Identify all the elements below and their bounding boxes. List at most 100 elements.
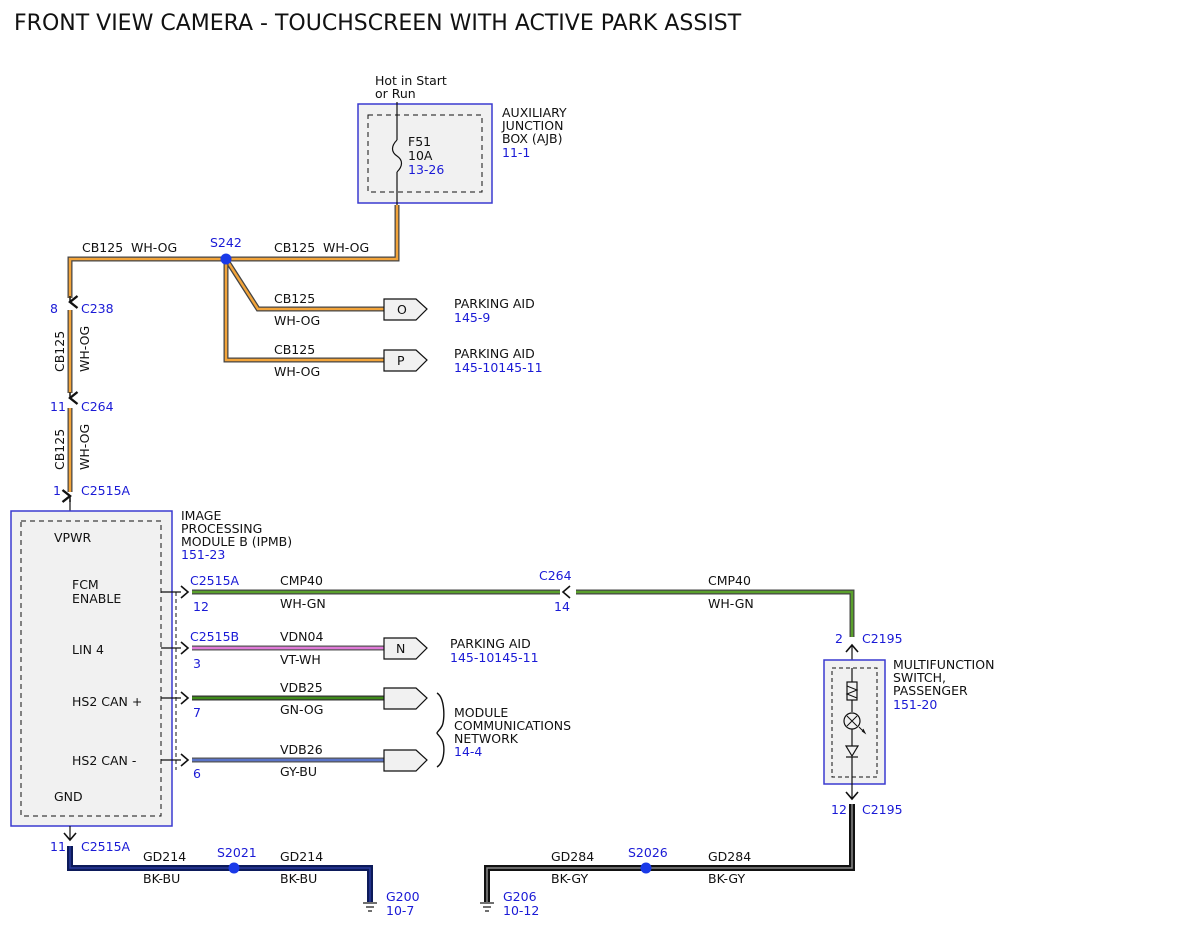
connector-o-letter: O bbox=[397, 302, 407, 317]
splice-s2021-label: S2021 bbox=[217, 845, 257, 860]
ipmb-ref: 151-23 bbox=[181, 547, 225, 562]
vdn04-parking-aid-ref: 145-10145-11 bbox=[450, 650, 539, 665]
gd284-circuit2: GD284 bbox=[708, 849, 751, 864]
ipmb-gnd: GND bbox=[54, 789, 83, 804]
ipmb-name-line2: PROCESSING bbox=[181, 521, 262, 536]
wire-gd214 bbox=[67, 846, 373, 902]
gd284-circuit1: GD284 bbox=[551, 849, 594, 864]
seg2-circuit: CB125 bbox=[52, 429, 67, 470]
mfs-bottom-pin: 12 bbox=[831, 802, 847, 817]
ipmb-name-line3: MODULE B (IPMB) bbox=[181, 534, 292, 549]
vdb26-color: GY-BU bbox=[280, 764, 317, 779]
gd214-circuit1: GD214 bbox=[143, 849, 186, 864]
mfs-name-line3: PASSENGER bbox=[893, 683, 968, 698]
mfs-bottom-arrow bbox=[845, 791, 859, 801]
ground-g206-ref: 10-12 bbox=[503, 903, 539, 918]
ground-g200-ref: 10-7 bbox=[386, 903, 414, 918]
gd214-circuit2: GD214 bbox=[280, 849, 323, 864]
cmp40-conn-left: C2515A bbox=[190, 573, 240, 588]
gd214-color1: BK-BU bbox=[143, 871, 180, 886]
cmp40-circuit-left: CMP40 bbox=[280, 573, 323, 588]
wire-cb125-top bbox=[67, 205, 400, 363]
diagram-title: FRONT VIEW CAMERA - TOUCHSCREEN WITH ACT… bbox=[14, 11, 742, 36]
ground-g200-label: G200 bbox=[386, 889, 420, 904]
mcn-ref: 14-4 bbox=[454, 744, 482, 759]
s242-right-color: WH-OG bbox=[323, 240, 369, 255]
c2515a-top-pin: 1 bbox=[53, 483, 61, 498]
mcn-name-line3: NETWORK bbox=[454, 731, 519, 746]
mfs-top-pin: 2 bbox=[835, 631, 843, 646]
gnd-left-arrow bbox=[63, 832, 77, 842]
connector-p-letter: P bbox=[397, 353, 405, 368]
vdb26-pin: 6 bbox=[193, 766, 201, 781]
vdb25-circuit: VDB25 bbox=[280, 680, 323, 695]
c264-top-pin: 11 bbox=[50, 399, 66, 414]
multifunction-switch bbox=[823, 659, 886, 785]
mcn-name-line2: COMMUNICATIONS bbox=[454, 718, 571, 733]
auxiliary-junction-box bbox=[357, 102, 493, 205]
s242-right-circuit: CB125 bbox=[274, 240, 315, 255]
vdn04-circuit: VDN04 bbox=[280, 629, 323, 644]
cmp40-color-left: WH-GN bbox=[280, 596, 326, 611]
fuse-icon bbox=[391, 139, 403, 173]
wire-vdb26 bbox=[161, 749, 428, 772]
seg2-color: WH-OG bbox=[77, 424, 92, 470]
mfs-name-line1: MULTIFUNCTION bbox=[893, 657, 994, 672]
diode-icon bbox=[844, 745, 860, 758]
connector-n-icon bbox=[383, 637, 428, 660]
ipmb-vpwr: VPWR bbox=[54, 530, 91, 545]
splice-s242-label: S242 bbox=[210, 235, 242, 250]
wire-gd284 bbox=[484, 804, 855, 902]
ipmb-module bbox=[10, 510, 177, 827]
connector-o-icon bbox=[383, 298, 428, 321]
parking-aid-p-color: WH-OG bbox=[274, 364, 320, 379]
ground-g206-label: G206 bbox=[503, 889, 537, 904]
ipmb-hs2-can-plus: HS2 CAN + bbox=[72, 694, 142, 709]
cmp40-inline-conn: C264 bbox=[539, 568, 572, 583]
vdb25-color: GN-OG bbox=[280, 702, 323, 717]
mfs-bottom-conn: C2195 bbox=[862, 802, 903, 817]
s242-left-circuit: CB125 bbox=[82, 240, 123, 255]
splice-s2026-label: S2026 bbox=[628, 845, 668, 860]
cmp40-inline-pin: 14 bbox=[554, 599, 570, 614]
ajb-supply-line1: Hot in Start bbox=[375, 73, 447, 88]
mfs-top-conn: C2195 bbox=[862, 631, 903, 646]
parking-aid-p-ref: 145-10145-11 bbox=[454, 360, 543, 375]
ipmb-fcm-line1: FCM bbox=[72, 577, 99, 592]
connector-vdb25-icon bbox=[383, 687, 428, 710]
c238-name: C238 bbox=[81, 301, 114, 316]
fuse-ref: 13-26 bbox=[408, 162, 444, 177]
ajb-name-line1: AUXILIARY bbox=[502, 105, 567, 120]
parking-aid-p-name: PARKING AID bbox=[454, 346, 535, 361]
gnd-left-conn: C2515A bbox=[81, 839, 131, 854]
parking-aid-o-ref: 145-9 bbox=[454, 310, 490, 325]
cmp40-circuit-right: CMP40 bbox=[708, 573, 751, 588]
connector-vdb26-icon bbox=[383, 749, 428, 772]
mfs-name-line2: SWITCH, bbox=[893, 670, 946, 685]
parking-aid-o-circuit: CB125 bbox=[274, 291, 315, 306]
c264-top-name: C264 bbox=[81, 399, 114, 414]
cmp40-color-right: WH-GN bbox=[708, 596, 754, 611]
wire-vdn04 bbox=[161, 641, 385, 655]
splice-s242 bbox=[220, 253, 232, 265]
s242-left-color: WH-OG bbox=[131, 240, 177, 255]
gd214-color2: BK-BU bbox=[280, 871, 317, 886]
ajb-ref: 11-1 bbox=[502, 145, 530, 160]
fuse-name: F51 bbox=[408, 134, 431, 149]
mcn-brace bbox=[436, 692, 445, 768]
gd284-color2: BK-GY bbox=[708, 871, 745, 886]
seg1-circuit: CB125 bbox=[52, 331, 67, 372]
ajb-name-line2: JUNCTION bbox=[501, 118, 563, 133]
ground-g200-icon bbox=[363, 902, 377, 912]
parking-aid-o-color: WH-OG bbox=[274, 313, 320, 328]
vdn04-conn: C2515B bbox=[190, 629, 239, 644]
fuse-rating: 10A bbox=[408, 148, 433, 163]
parking-aid-p-circuit: CB125 bbox=[274, 342, 315, 357]
connector-n-letter: N bbox=[396, 641, 405, 656]
cmp40-pin-left: 12 bbox=[193, 599, 209, 614]
vdn04-color: VT-WH bbox=[280, 652, 321, 667]
ajb-name-line3: BOX (AJB) bbox=[502, 131, 563, 146]
gd284-color1: BK-GY bbox=[551, 871, 588, 886]
splice-s2026 bbox=[640, 862, 652, 874]
